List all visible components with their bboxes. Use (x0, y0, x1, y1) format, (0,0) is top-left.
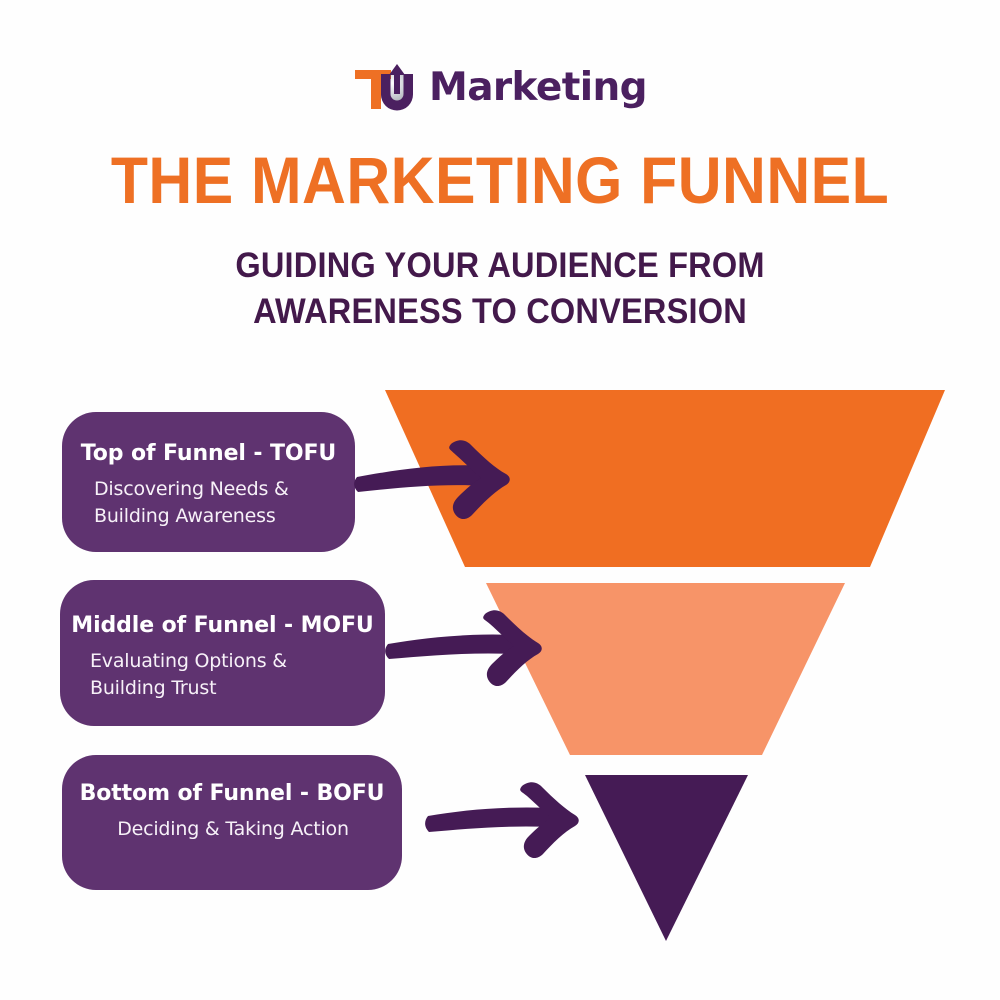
right-arrow-icon-tofu (354, 440, 510, 520)
stage-description-bofu-line-1: Deciding & Taking Action (117, 818, 349, 840)
funnel-segment-mofu (486, 583, 845, 755)
stage-description-mofu: Evaluating Options & Building Trust (60, 648, 385, 702)
right-arrow-icon-bofu (425, 782, 579, 859)
stage-heading-bofu: Bottom of Funnel - BOFU (79, 781, 385, 806)
stage-card-mofu[interactable]: Middle of Funnel - MOFU Evaluating Optio… (60, 580, 385, 726)
tu-monogram-icon (355, 64, 413, 111)
brand-logo: Marketing (0, 58, 1000, 114)
right-arrow-icon-mofu (385, 610, 542, 687)
stage-heading-tofu: Top of Funnel - TOFU (80, 441, 337, 466)
stage-card-tofu[interactable]: Top of Funnel - TOFU Discovering Needs &… (62, 412, 355, 552)
page-title: THE MARKETING FUNNEL (110, 143, 890, 217)
page-subtitle-line-1: GUIDING YOUR AUDIENCE FROM (235, 246, 765, 285)
funnel-segment-tofu (385, 390, 945, 567)
stage-heading-mofu: Middle of Funnel - MOFU (71, 613, 374, 638)
stage-description-tofu: Discovering Needs & Building Awareness (62, 476, 355, 530)
stage-description-mofu-line-1: Evaluating Options & (90, 650, 287, 672)
stage-description-mofu-line-2: Building Trust (90, 676, 217, 699)
stage-description-tofu-line-2: Building Awareness (94, 504, 276, 527)
funnel-segment-bofu (585, 775, 748, 941)
stage-description-tofu-line-1: Discovering Needs & (94, 478, 289, 500)
page-subtitle: GUIDING YOUR AUDIENCE FROM AWARENESS TO … (147, 243, 854, 335)
logo-mark (353, 60, 427, 112)
logo-wordmark: Marketing (429, 64, 648, 110)
stage-card-bofu[interactable]: Bottom of Funnel - BOFU Deciding & Takin… (62, 755, 402, 890)
page-subtitle-line-2: AWARENESS TO CONVERSION (253, 292, 747, 332)
stage-description-bofu: Deciding & Taking Action (62, 816, 402, 843)
